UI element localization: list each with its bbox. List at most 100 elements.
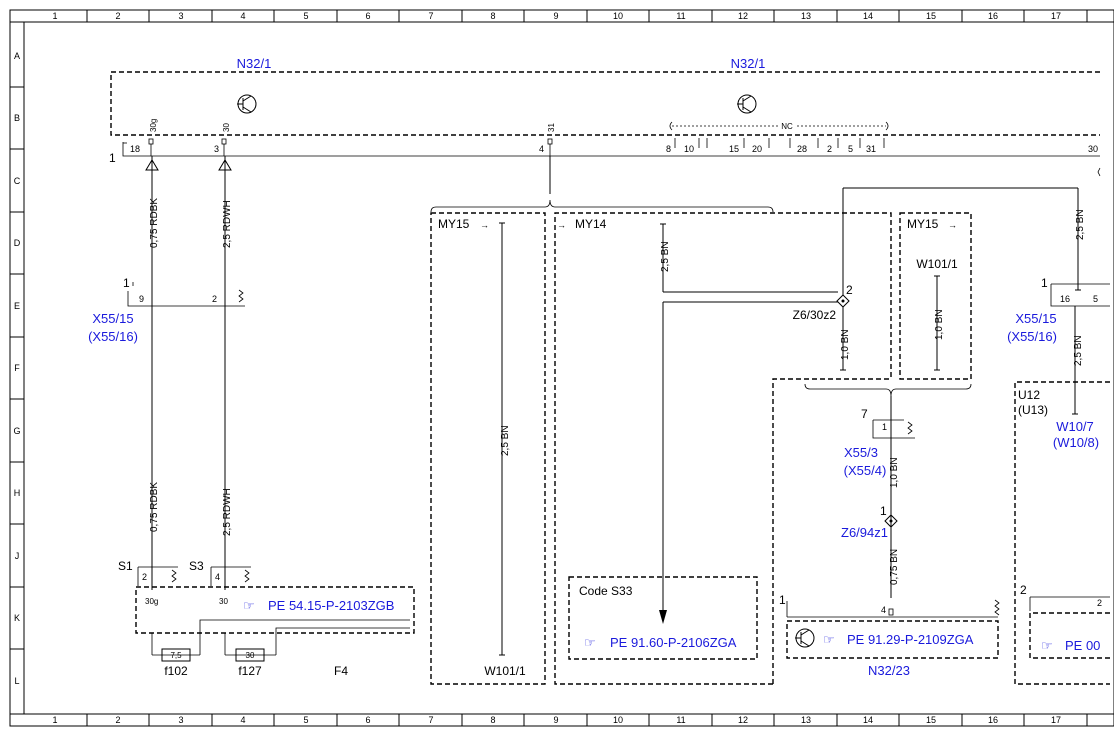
col-label: 2 <box>115 715 120 725</box>
fuse-pin: 2 <box>142 572 147 582</box>
connector-label: X55/15 <box>92 311 133 326</box>
variant-box-my15 <box>430 212 546 685</box>
col-label: 6 <box>365 715 370 725</box>
variant-box-my15-right <box>899 212 972 380</box>
shield-symbol <box>238 289 244 303</box>
col-label: 14 <box>863 715 873 725</box>
col-label: 9 <box>553 11 558 21</box>
wire-left-rdbk <box>145 156 159 590</box>
connector-housing-x55-15-right <box>1050 283 1110 307</box>
wire-label: 2,5 RDWH <box>222 488 233 536</box>
splice-label-z6-30z2: Z6/30z2 <box>793 308 837 322</box>
col-label: 8 <box>490 11 495 21</box>
col-label: 7 <box>428 11 433 21</box>
shield-symbol <box>171 569 177 583</box>
col-label: 17 <box>1051 11 1061 21</box>
shield-symbol <box>244 569 250 583</box>
fuse-label-f127: f127 <box>238 664 262 678</box>
row-label: A <box>14 51 20 61</box>
pin-number: 20 <box>752 144 762 154</box>
col-label: 4 <box>240 715 245 725</box>
wire-label: 0,75 RDBK <box>149 482 160 532</box>
module-label-n32-1-left: N32/1 <box>237 56 272 71</box>
transistor-icon <box>795 628 815 648</box>
arrow-right-icon: → <box>480 220 489 230</box>
connector-label-alt: (X55/16) <box>1007 329 1057 344</box>
col-label: 11 <box>676 11 685 21</box>
ground-label-w10-7: W10/7 <box>1056 419 1094 434</box>
row-label: H <box>14 488 21 498</box>
transistor-icon <box>737 94 757 114</box>
pin-terminal-label: 30 <box>222 123 231 132</box>
reference-link-pe-54[interactable]: PE 54.15-P-2103ZGB <box>268 598 394 613</box>
arrow-right-icon: → <box>557 220 566 230</box>
pin-number: 28 <box>797 144 807 154</box>
connector-pin-row: 1 <box>123 276 130 290</box>
pin-number: 3 <box>214 144 219 154</box>
fuse-label-f102: f102 <box>164 664 188 678</box>
wire-left-rdwh <box>218 156 232 590</box>
reference-link-pe-91-29[interactable]: PE 91.29-P-2109ZGA <box>847 632 974 647</box>
splice-pin: 1 <box>880 504 887 518</box>
module-pins: 18 3 4 8 10 15 20 28 2 5 31 30 30g 30 31… <box>130 119 1098 154</box>
wire-label: 2,5 BN <box>500 425 511 456</box>
transistor-icon <box>237 94 257 114</box>
module-pin: 4 <box>881 605 886 615</box>
pin-number: 18 <box>130 144 140 154</box>
shield-symbol <box>907 421 913 435</box>
nc-label: NC <box>781 122 793 131</box>
ground-label-w10-8: (W10/8) <box>1053 435 1099 450</box>
grid-row-dividers <box>10 86 24 650</box>
arrow-down-icon <box>659 610 667 624</box>
col-label: 11 <box>676 715 685 725</box>
col-label: 16 <box>988 715 998 725</box>
wire-target-w101-1: W101/1 <box>484 664 526 678</box>
pin-stubs <box>148 121 889 156</box>
row-label: K <box>14 613 20 623</box>
wire-label: 2,5 BN <box>1075 209 1086 240</box>
connector-pin-row: 1 <box>1041 276 1048 290</box>
pin-number: 30 <box>1088 144 1098 154</box>
col-label: 16 <box>988 11 998 21</box>
variant-label-my14: MY14 <box>575 217 607 231</box>
arrow-right-icon: → <box>948 220 957 230</box>
pointer-icon: ☞ <box>823 632 835 647</box>
module-boundary-u12 <box>1014 381 1110 685</box>
module-label-u13: (U13) <box>1018 403 1048 417</box>
col-label: 10 <box>613 11 623 21</box>
col-label: 15 <box>926 11 936 21</box>
variant-box-my14 <box>554 212 892 685</box>
connector-label: X55/15 <box>1015 311 1056 326</box>
col-label: 1 <box>52 11 57 21</box>
grid-column-labels-bottom: 1 2 3 4 5 6 7 8 9 10 11 12 13 14 15 16 1… <box>52 715 1061 725</box>
col-label: 10 <box>613 715 623 725</box>
col-label: 3 <box>178 11 183 21</box>
wire-label: 0,75 BN <box>889 549 900 585</box>
col-label: 6 <box>365 11 370 21</box>
reference-link-pe-00[interactable]: PE 00 <box>1065 638 1100 653</box>
col-label: 17 <box>1051 715 1061 725</box>
connector-strip-n32-1 <box>122 142 1100 157</box>
connector-pin: 2 <box>212 294 217 304</box>
variant-label-my15: MY15 <box>438 217 470 231</box>
col-label: 13 <box>801 11 811 21</box>
col-label: 4 <box>240 11 245 21</box>
fuse-wiring <box>151 633 277 656</box>
wire-label: 0,75 RDBK <box>149 198 160 248</box>
connector-pin: 9 <box>139 294 144 304</box>
variant-label-code-s33: Code S33 <box>579 584 633 598</box>
col-label: 5 <box>303 11 308 21</box>
fuse-pin: 4 <box>215 572 220 582</box>
row-label: B <box>14 113 20 123</box>
col-label: 12 <box>738 11 748 21</box>
connector-pin: 5 <box>1093 294 1098 304</box>
col-label: 15 <box>926 715 936 725</box>
row-label: D <box>14 238 21 248</box>
variant-label-my15-right: MY15 <box>907 217 939 231</box>
pin-number: 2 <box>827 144 832 154</box>
grid-column-labels-top: 1 2 3 4 5 6 7 8 9 10 11 12 13 14 15 16 1… <box>52 11 1061 21</box>
module-pin: 2 <box>1097 598 1102 608</box>
fuse-f127 <box>235 648 265 662</box>
reference-link-pe-91-60[interactable]: PE 91.60-P-2106ZGA <box>610 635 737 650</box>
